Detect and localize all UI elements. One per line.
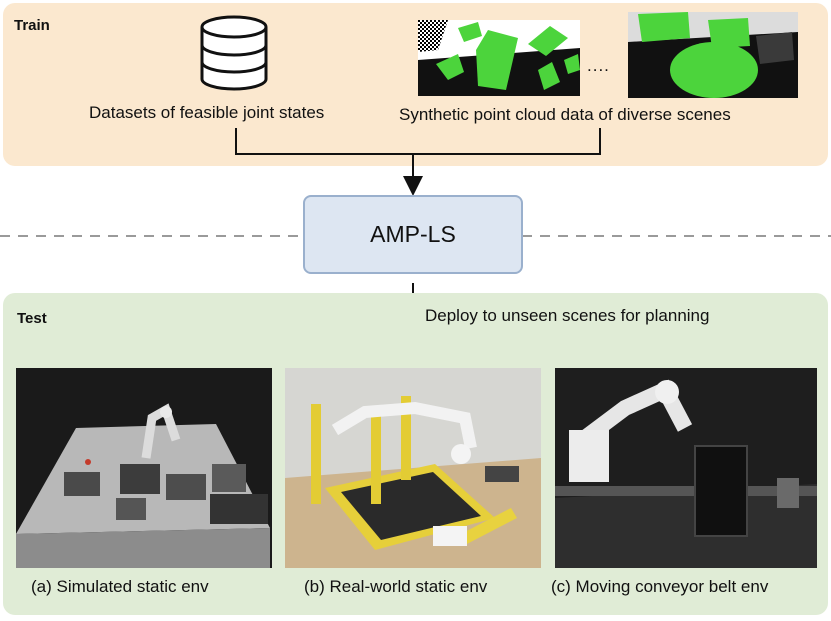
dataset-caption: Datasets of feasible joint states <box>89 103 325 122</box>
real-world-env-image <box>285 368 541 568</box>
train-title: Train <box>14 17 50 34</box>
panel-caption-b: (b) Real-world static env <box>304 577 488 596</box>
pointcloud-caption: Synthetic point cloud data of diverse sc… <box>399 105 731 124</box>
panel-caption-a: (a) Simulated static env <box>31 577 209 596</box>
pointcloud-image-1 <box>418 20 580 96</box>
test-title: Test <box>17 310 47 327</box>
database-icon <box>200 15 268 91</box>
deploy-caption: Deploy to unseen scenes for planning <box>425 306 710 325</box>
amp-ls-label: AMP-LS <box>370 221 456 247</box>
panel-caption-c: (c) Moving conveyor belt env <box>551 577 769 596</box>
amp-ls-box: AMP-LS <box>303 195 523 274</box>
conveyor-env-image <box>555 368 817 568</box>
simulated-env-image <box>16 368 272 568</box>
pointcloud-image-2 <box>628 12 798 98</box>
ellipsis-text: .... <box>587 56 610 75</box>
